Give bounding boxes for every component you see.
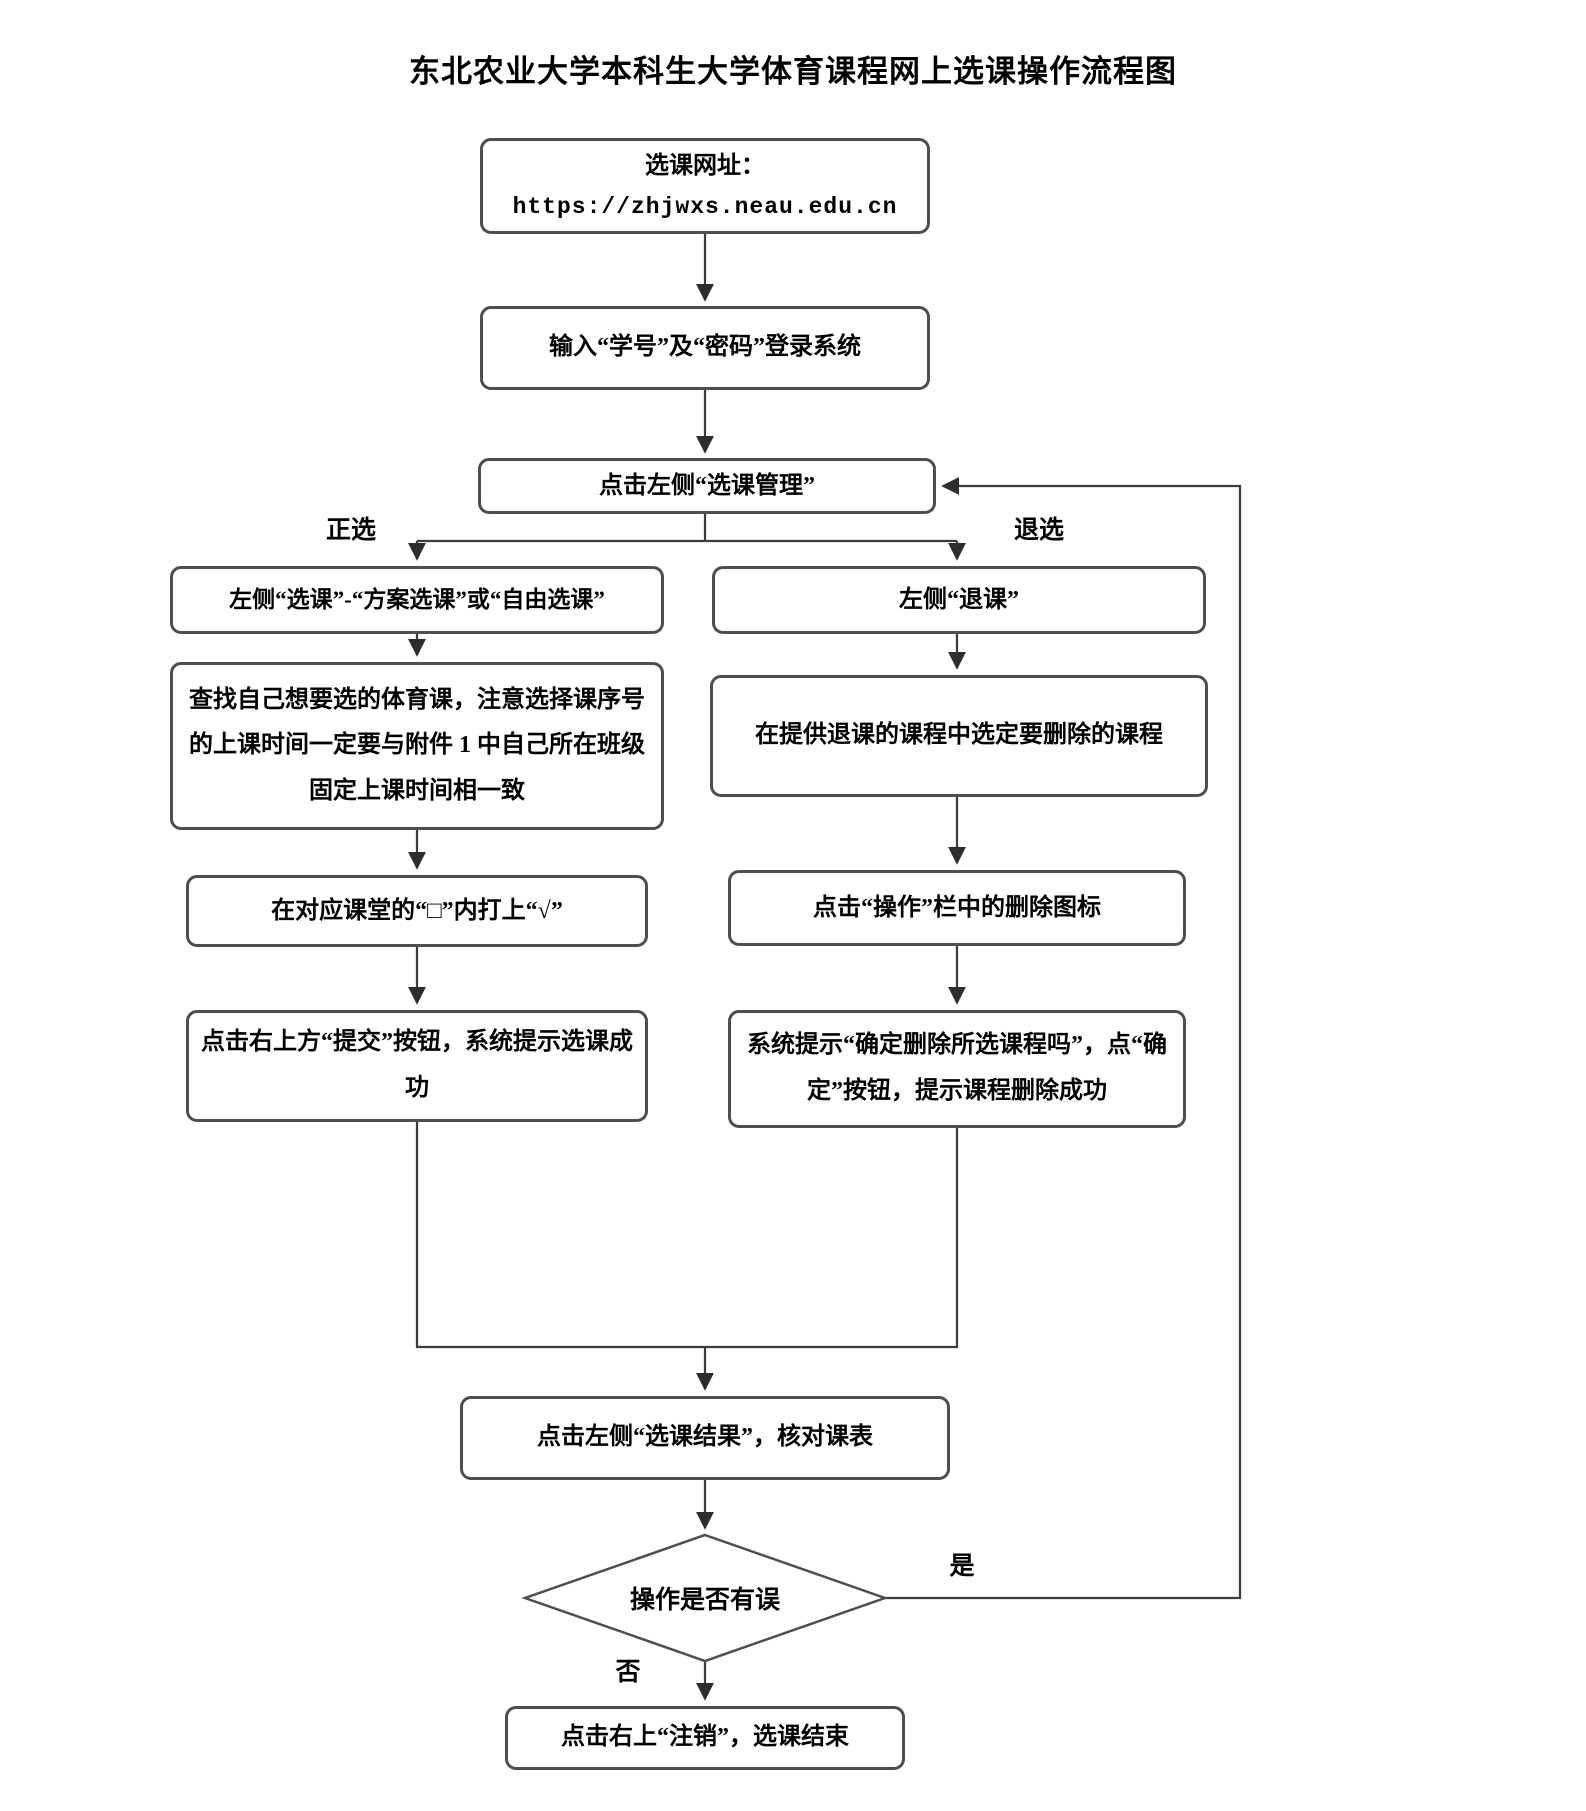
flow-node-drop-step3: 点击“操作”栏中的删除图标 bbox=[728, 870, 1186, 946]
flowchart-title: 东北农业大学本科生大学体育课程网上选课操作流程图 bbox=[409, 54, 1177, 89]
split-connector bbox=[417, 514, 957, 543]
flow-node-logout: 点击右上“注销”，选课结束 bbox=[505, 1706, 905, 1770]
merge-connector bbox=[415, 1122, 959, 1349]
edge-label-no: 否 bbox=[615, 1659, 641, 1686]
decision-diamond-label: 操作是否有误 bbox=[629, 1587, 780, 1614]
flow-node-login: 输入“学号”及“密码”登录系统 bbox=[480, 306, 930, 390]
flow-node-select-step3: 在对应课堂的“□”内打上“√” bbox=[186, 875, 648, 947]
flow-node-check-result: 点击左侧“选课结果”，核对课表 bbox=[460, 1396, 950, 1480]
edge-label-yes: 是 bbox=[949, 1553, 975, 1580]
edge-label-normal-select: 正选 bbox=[325, 517, 376, 544]
arrow-loopback-yes bbox=[885, 477, 1242, 1600]
flow-node-select-step1: 左侧“选课”-“方案选课”或“自由选课” bbox=[170, 566, 664, 634]
course-url-address: https://zhjwxs.neau.edu.cn bbox=[512, 193, 898, 220]
connector-lines bbox=[408, 234, 1242, 1701]
course-url-label: 选课网址： bbox=[645, 152, 765, 179]
flow-node-course-mgmt: 点击左侧“选课管理” bbox=[478, 458, 936, 514]
flow-node-course-url: 选课网址： https://zhjwxs.neau.edu.cn bbox=[480, 138, 930, 234]
decision-diamond-shape bbox=[521, 1533, 889, 1663]
flow-node-drop-step4: 系统提示“确定删除所选课程吗”，点“确定”按钮，提示课程删除成功 bbox=[728, 1010, 1186, 1128]
flow-node-select-step4: 点击右上方“提交”按钮，系统提示选课成功 bbox=[186, 1010, 648, 1122]
edge-label-drop-select: 退选 bbox=[1013, 517, 1064, 544]
flow-node-drop-step2: 在提供退课的课程中选定要删除的课程 bbox=[710, 675, 1208, 797]
flow-node-select-step2: 查找自己想要选的体育课，注意选择课序号的上课时间一定要与附件 1 中自己所在班级… bbox=[170, 662, 664, 830]
flow-node-drop-step1: 左侧“退课” bbox=[712, 566, 1206, 634]
